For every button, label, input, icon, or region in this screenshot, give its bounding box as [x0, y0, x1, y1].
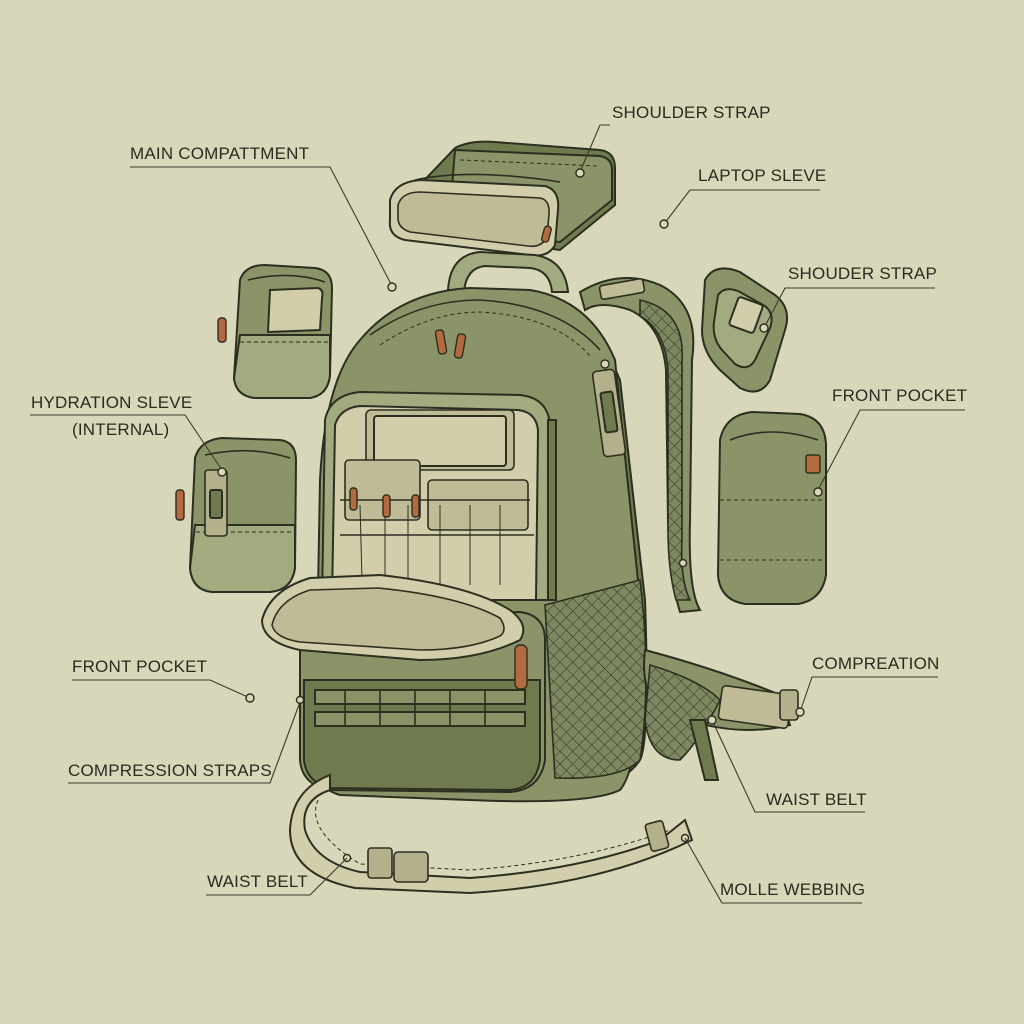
waist-belt [288, 773, 694, 895]
lid-zipper-pull [541, 225, 552, 243]
front-pocket [260, 573, 546, 794]
label-compression-straps: COMPRESSION STRAPS [68, 761, 272, 780]
right-lower-pouch [716, 410, 827, 605]
left-lower-pouch [175, 436, 298, 593]
shoulder-strap [578, 276, 702, 614]
left-upper-pouch [217, 263, 334, 399]
label-shoulder-strap-top: SHOULDER STRAP [612, 103, 771, 122]
label-hydration-sleeve-internal: (INTERNAL) [72, 420, 170, 439]
molle-grid [314, 689, 526, 727]
label-molle-webbing: MOLLE WEBBING [720, 880, 866, 899]
side-mesh-pocket [544, 578, 647, 779]
label-main-compartment: MAIN COMPATTMENT [130, 144, 310, 163]
grab-handle [446, 250, 570, 294]
label-shoulder-strap-right: SHOUDER STRAP [788, 264, 938, 283]
label-waist-belt-left: WAIST BELT [207, 872, 308, 891]
lid-pocket [388, 140, 616, 257]
leader-lines [30, 124, 965, 904]
main-compartment-open [320, 390, 557, 601]
label-hydration-sleeve: HYDRATION SLEVE [31, 393, 193, 412]
pouch-zipper-pull [217, 317, 227, 343]
label-front-pocket-right: FRONT POCKET [832, 386, 968, 405]
right-upper-pouch [700, 267, 788, 393]
label-waist-belt-right: WAIST BELT [766, 790, 867, 809]
hip-belt-right [643, 648, 799, 781]
label-compression-right: COMPREATION [812, 654, 940, 673]
label-front-pocket-left: FRONT POCKET [72, 657, 208, 676]
label-laptop-sleeve: LAPTOP SLEVE [698, 166, 827, 185]
